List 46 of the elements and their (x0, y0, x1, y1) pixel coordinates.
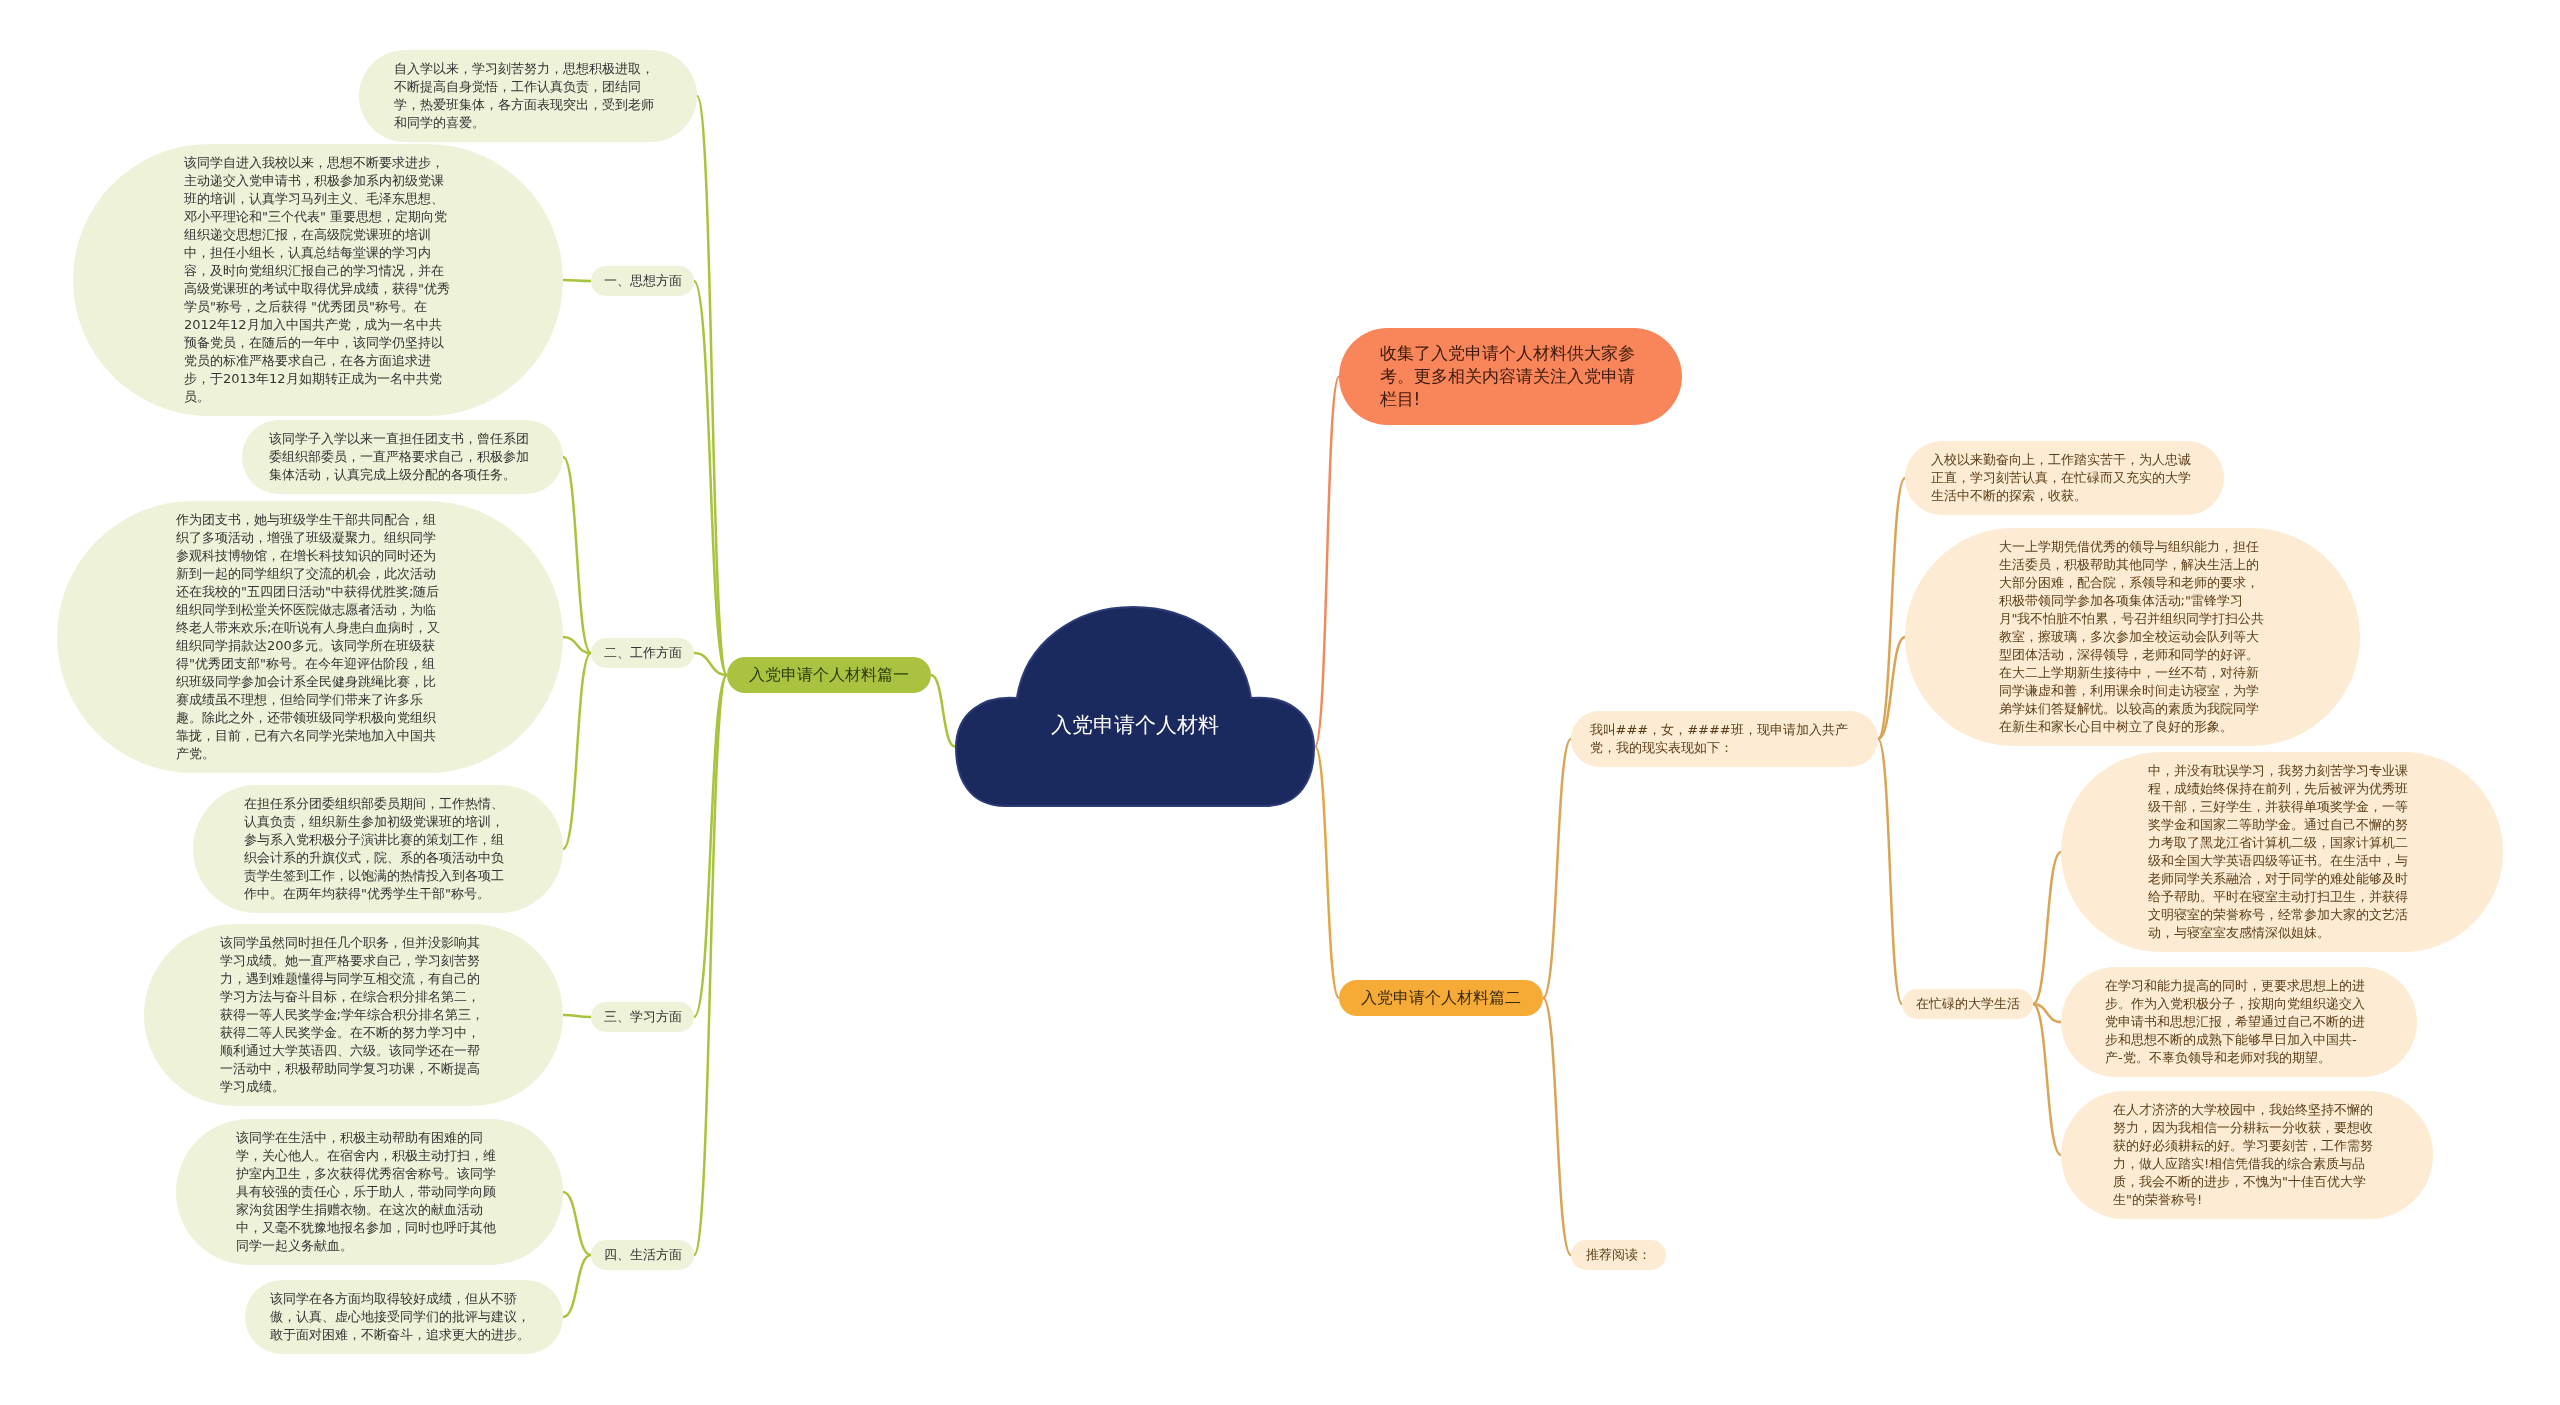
text-bubble: 大一上学期凭借优秀的领导与组织能力，担任生活委员，积极帮助其他同学，解决生活上的大部分困难，配合院，系领导和老师的要求，积极带领同学参加各项集体活动;"雷锋学习月"我不怕脏不怕累，号召并组织同学打扫公共教室，擦玻璃，多次参加全校运动会队列等大型团体活动，深得领导，老师和同学的好评。在大二上学期新生接待中，一丝不苟，对待新同学谦虚和善，利用课余时间走访寝室，为学弟学妹们答疑解忧。以较高的素质为我院同学在新生和家长心目中树立了良好的形象。 (1905, 528, 2360, 746)
text-bubble: 该同学子入学以来一直担任团支书，曾任系团委组织部委员，一直严格要求自己，积极参加集体活动，认真完成上级分配的各项任务。 (242, 420, 563, 494)
connector-line (1876, 477, 1907, 740)
main-topic-box: 入党申请个人材料篇一 (727, 657, 931, 693)
text-bubble: 该同学在生活中，积极主动帮助有困难的同学，关心他人。在宿舍内，积极主动打扫，维护室内卫生，多次获得优秀宿舍称号。该同学具有较强的责任心，乐于助人，带动同学向顾家沟贫困学生捐赠衣物。在这次的献血活动中，又毫不犹豫地报名参加，同时也呼吁其他同学一起义务献血。 (176, 1119, 563, 1265)
connector-line (562, 456, 592, 654)
subtopic-box: 在忙碌的大学生活 (1902, 989, 2033, 1019)
subtopic-box: 一、思想方面 (591, 266, 694, 296)
text-bubble: 中，并没有耽误学习，我努力刻苦学习专业课程，成绩始终保持在前列，先后被评为优秀班级干部，三好学生，并获得单项奖学金，一等奖学金和国家二等助学金。通过自己不懈的努力考取了黑龙江省计算机二级，国家计算机二级和全国大学英语四级等证书。在生活中，与老师同学关系融洽，对于同学的难处能够及时给予帮助。平时在寝室主动打扫卫生，并获得文明寝室的荣誉称号，经常参加大家的文艺活动，与寝室室友感情深似姐妹。 (2061, 752, 2503, 952)
connector-line (930, 673, 956, 748)
connector-line (1313, 376, 1341, 747)
connector-line (692, 674, 729, 1256)
connector-line (563, 278, 591, 283)
connector-line (692, 674, 729, 1018)
subtopic-box: 三、学习方面 (591, 1002, 694, 1032)
text-bubble: 该同学在各方面均取得较好成绩，但从不骄傲，认真、虚心地接受同学们的批评与建议，敢于面对困难，不断奋斗，追求更大的进步。 (245, 1280, 563, 1354)
connector-line (2032, 1003, 2062, 1156)
connector-line (563, 1013, 591, 1019)
connector-line (2032, 1002, 2062, 1024)
connector-line (1877, 635, 1906, 741)
connector-line (562, 1190, 592, 1257)
connector-line (562, 635, 592, 655)
main-topic-box: 入党申请个人材料篇二 (1339, 980, 1543, 1016)
text-bubble: 我叫###，女，####班，现申请加入共产党，我的现实表现如下： (1571, 711, 1878, 767)
connector-line (562, 1253, 592, 1319)
text-bubble: 作为团支书，她与班级学生干部共同配合，组织了多项活动，增强了班级凝聚力。组织同学参观科技博物馆，在增长科技知识的同时还为新到一起的同学组织了交流的机会，此次活动还在我校的"五四团日活动"中获得优胜奖;随后组织同学到松堂关怀医院做志愿者活动，为临终老人带来欢乐;在听说有人身患白血病时，又组织同学捐款达200多元。该同学所在班级获得"优秀团支部"称号。在今年迎评估阶段，组织班级同学参加会计系全民健身跳绳比赛，比赛成绩虽不理想，但给同学们带来了许多乐趣。除此之外，还带领班级同学积极向党组织靠拢，目前，已有六名同学光荣地加入中国共产党。 (57, 501, 563, 773)
connector-line (692, 280, 729, 676)
connector-line (1876, 738, 1904, 1005)
connector-line (1313, 745, 1341, 999)
subtopic-box: 四、生活方面 (591, 1240, 694, 1270)
connector-line (562, 652, 592, 850)
text-bubble: 该同学自进入我校以来，思想不断要求进步，主动递交入党申请书，积极参加系内初级党课班的培训，认真学习马列主义、毛泽东思想、邓小平理论和"三个代表" 重要思想，定期向党组织递交思想汇报，在高级院党课班的培训中，担任小组长，认真总结每堂课的学习内容，及时向党组织汇报自己的学习情况，并在高级党课班的考试中取得优异成绩，获得"优秀学员"称号，之后获得 "优秀团员"称号。在2012年12月加入中国共产党，成为一名中共预备党员，在随后的一年中，该同学仍坚持以党员的标准严格要求自己，在各方面追求进步，于2013年12月如期转正成为一名中共党员。 (73, 144, 563, 416)
text-bubble: 入校以来勤奋向上，工作踏实苦干，为人忠诚正直，学习刻苦认真，在忙碌而又充实的大学生活中不断的探索，收获。 (1905, 441, 2224, 515)
subtopic-box: 二、工作方面 (591, 638, 694, 668)
text-bubble: 在人才济济的大学校园中，我始终坚持不懈的努力，因为我相信一分耕耘一分收获，要想收获的好必须耕耘的好。学习要刻苦，工作需努力，做人应踏实!相信凭借我的综合素质与品质，我会不断的进步，不愧为"十佳百优大学生"的荣誉称号! (2061, 1091, 2433, 1219)
text-bubble: 自入学以来，学习刻苦努力，思想积极进取，不断提高自身觉悟，工作认真负责，团结同学，热爱班集体，各方面表现突出，受到老师和同学的喜爱。 (359, 50, 697, 142)
note-bubble: 收集了入党申请个人材料供大家参考。更多相关内容请关注入党申请栏目! (1339, 327, 1682, 425)
connector-line (1541, 997, 1573, 1256)
text-bubble: 在学习和能力提高的同时，更要求思想上的进步。作为入党积极分子，按期向党组织递交入党申请书和思想汇报，希望通过自己不断的进步和思想不断的成熟下能够早日加入中国共-产-党。不辜负领导和老师对我的期望。 (2061, 967, 2417, 1077)
connector-line (1541, 738, 1573, 999)
text-bubble: 在担任系分团委组织部委员期间，工作热情、认真负责，组织新生参加初级党课班的培训，参与系入党积极分子演讲比赛的策划工作，组织会计系的升旗仪式，院、系的各项活动中负责学生签到工作，以饱满的热情投入到各项工作中。在两年均获得"优秀学生干部"称号。 (193, 785, 563, 913)
central-topic-text: 入党申请个人材料 (1051, 712, 1219, 739)
text-bubble: 该同学虽然同时担任几个职务，但并没影响其学习成绩。她一直严格要求自己，学习刻苦努力，遇到难题懂得与同学互相交流，有自己的学习方法与奋斗目标，在综合积分排名第二，获得一等人民奖学金;学年综合积分排名第三，获得二等人民奖学金。在不断的努力学习中，顺利通过大学英语四、六级。该同学还在一帮一活动中，积极帮助同学复习功课，不断提高学习成绩。 (144, 924, 563, 1106)
connector-line (693, 651, 728, 677)
subtopic-box: 推荐阅读： (1571, 1240, 1666, 1270)
connector-line (2032, 851, 2062, 1005)
